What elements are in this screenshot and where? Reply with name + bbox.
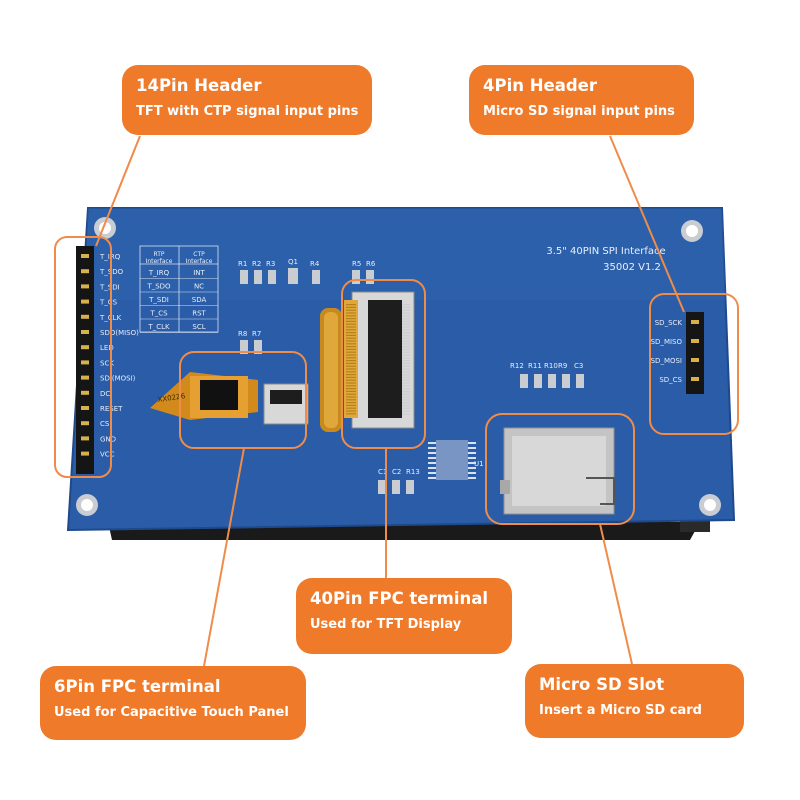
fpc6-assembly: XX02Z6 [150, 372, 309, 425]
highlight-boxes [54, 236, 739, 525]
callout-subtitle: Micro SD signal input pins [483, 104, 675, 119]
pin-label: DC [100, 390, 110, 398]
table-header-rtp: RTP [153, 251, 164, 258]
highlight-4pin [649, 293, 739, 435]
highlight-sdslot [485, 413, 635, 525]
pin-label: LED [100, 344, 114, 352]
callout-title: 14Pin Header [136, 76, 262, 95]
callout-title: 4Pin Header [483, 76, 597, 95]
flex-ribbon [320, 308, 342, 432]
pin-label: CS [100, 420, 110, 428]
table-cell: T_CLK [147, 323, 170, 331]
callout-title: 40Pin FPC terminal [310, 589, 489, 608]
pin-label: SCK [100, 359, 114, 367]
sd-pin-labels: SD_SCK SD_MISO SD_MOSI SD_CS [651, 319, 683, 384]
pin-label: GND [100, 435, 116, 443]
callout-subtitle: Used for Capacitive Touch Panel [54, 705, 289, 720]
svg-text:R2: R2 [252, 260, 261, 268]
board-model-silk: 35002 V1.2 [603, 262, 661, 273]
pin-header-14 [76, 246, 94, 474]
callout-subtitle: TFT with CTP signal input pins [136, 104, 359, 119]
table-cell: T_SDO [146, 283, 171, 291]
leader-lines [95, 135, 685, 667]
svg-text:Interface: Interface [146, 258, 173, 265]
table-cell: RST [192, 310, 206, 318]
sd-pin-label: SD_SCK [655, 319, 683, 327]
table-header-ctp: CTP [193, 251, 205, 258]
pin-header-4 [686, 312, 704, 394]
sd-slot [500, 427, 615, 515]
table-cell: T_SDI [148, 296, 169, 304]
svg-text:C1: C1 [378, 468, 387, 476]
table-cell: NC [194, 283, 204, 291]
table-cell: SDA [192, 296, 207, 304]
svg-text:R1: R1 [238, 260, 247, 268]
svg-text:Interface: Interface [186, 258, 213, 265]
mounting-hole [699, 494, 721, 516]
svg-text:R7: R7 [252, 330, 261, 338]
highlight-40pin [341, 279, 426, 449]
callout-title: 6Pin FPC terminal [54, 677, 221, 696]
svg-text:R6: R6 [366, 260, 376, 268]
svg-text:R11: R11 [528, 362, 542, 370]
u1-chip [428, 440, 476, 480]
interface-table: RTP CTP Interface Interface T_IRQ INT T_SD… [139, 245, 219, 333]
fpc40-connector [344, 291, 415, 429]
callout-40pin-fpc: 40Pin FPC terminal Used for TFT Display [296, 578, 512, 654]
highlight-14pin [54, 236, 112, 478]
pin-label: VCC [100, 451, 115, 459]
callout-title: Micro SD Slot [539, 675, 665, 694]
svg-text:R12: R12 [510, 362, 524, 370]
mounting-hole [681, 220, 703, 242]
svg-text:R3: R3 [266, 260, 275, 268]
callout-6pin-fpc: 6Pin FPC terminal Used for Capacitive To… [40, 666, 306, 740]
svg-text:XX02Z6: XX02Z6 [157, 392, 186, 404]
callout-micro-sd-slot: Micro SD Slot Insert a Micro SD card [525, 664, 744, 738]
svg-text:Q1: Q1 [288, 258, 298, 266]
svg-text:R13: R13 [406, 468, 420, 476]
table-cell: T_CS [149, 310, 168, 318]
sd-pin-label: SD_MOSI [651, 357, 682, 365]
svg-text:C3: C3 [574, 362, 583, 370]
callout-4pin-header: 4Pin Header Micro SD signal input pins [469, 65, 694, 135]
pin-label: SDO(MISO) [100, 329, 139, 337]
pin-label: T_SDI [99, 283, 120, 291]
svg-text:C2: C2 [392, 468, 401, 476]
svg-text:R8: R8 [238, 330, 247, 338]
svg-text:R10: R10 [544, 362, 558, 370]
svg-text:U1: U1 [474, 460, 484, 468]
svg-text:R5: R5 [352, 260, 361, 268]
smd-components [240, 268, 584, 494]
pin-label: T_IRQ [99, 253, 121, 261]
ref-labels: R1 R2 R3 Q1 R4 R5 R6 R7 R8 R9 R10 R11 R1… [238, 258, 583, 476]
table-cell: T_IRQ [148, 269, 170, 277]
mounting-hole [94, 217, 116, 239]
svg-text:R9: R9 [558, 362, 567, 370]
pin-label: SDI(MOSI) [100, 375, 136, 383]
table-cell: INT [193, 269, 205, 277]
pin-label: T_CS [99, 299, 118, 307]
callout-subtitle: Insert a Micro SD card [539, 703, 702, 718]
sd-pin-label: SD_MISO [651, 338, 683, 346]
sd-pin-label: SD_CS [659, 376, 682, 384]
board-title-silk: 3.5" 40PIN SPI Interface [546, 246, 665, 257]
callout-14pin-header: 14Pin Header TFT with CTP signal input p… [122, 65, 372, 135]
svg-text:R4: R4 [310, 260, 320, 268]
table-cell: SCL [192, 323, 205, 331]
mounting-hole [76, 494, 98, 516]
callout-subtitle: Used for TFT Display [310, 617, 462, 632]
